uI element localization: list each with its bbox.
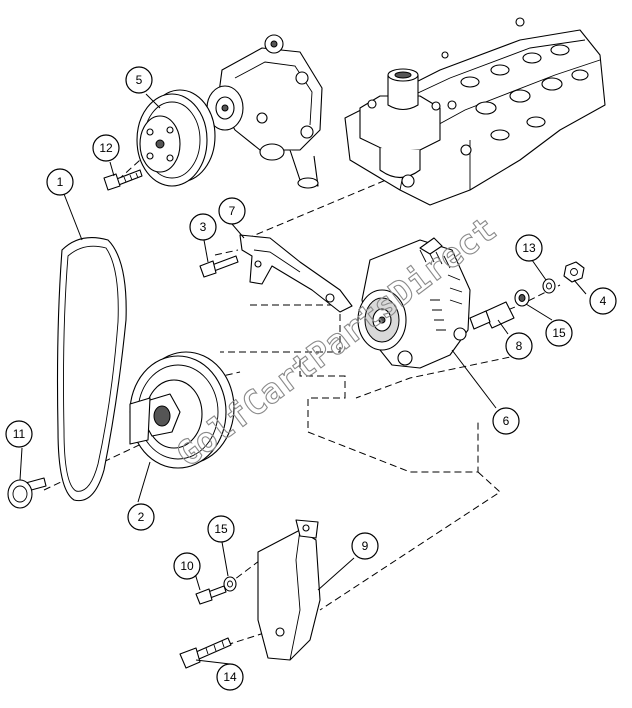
svg-text:6: 6 <box>503 414 510 428</box>
callout-9: 9 <box>351 532 379 560</box>
svg-text:14: 14 <box>223 670 237 684</box>
crank-bolt-11 <box>7 477 47 509</box>
callout-7: 7 <box>218 197 246 225</box>
bolt-14 <box>179 637 232 669</box>
svg-text:1: 1 <box>57 175 64 189</box>
bolt-10 <box>195 585 227 605</box>
svg-text:5: 5 <box>136 73 143 87</box>
callout-4: 4 <box>589 287 617 315</box>
callout-8: 8 <box>505 332 533 360</box>
callout-3: 3 <box>189 213 217 241</box>
spacer-15-upper <box>514 289 530 307</box>
alternator-bracket <box>239 234 353 313</box>
bolt-3 <box>199 255 239 278</box>
washer-15-lower <box>223 576 237 592</box>
bolt-12 <box>103 169 143 191</box>
callout-14: 14 <box>216 663 244 691</box>
svg-text:10: 10 <box>180 559 194 573</box>
callout-2: 2 <box>127 503 155 531</box>
cylinder-head <box>344 17 606 206</box>
callout-12: 12 <box>92 134 120 162</box>
nut-4 <box>563 261 585 283</box>
svg-text:15: 15 <box>552 326 566 340</box>
callout-11: 11 <box>5 420 33 448</box>
washer-13 <box>542 278 556 294</box>
svg-text:12: 12 <box>99 141 113 155</box>
v-belt <box>56 237 127 502</box>
callout-5: 5 <box>125 66 153 94</box>
callout-15-upper: 15 <box>545 319 573 347</box>
svg-text:4: 4 <box>600 294 607 308</box>
callout-13: 13 <box>515 234 543 262</box>
alternator-bolt-8 <box>469 301 515 330</box>
water-pump <box>206 34 323 189</box>
alternator <box>357 237 471 369</box>
svg-text:13: 13 <box>522 241 536 255</box>
belt-cover <box>257 519 321 661</box>
callout-10: 10 <box>173 552 201 580</box>
fan-pulley <box>136 89 216 187</box>
svg-text:8: 8 <box>516 339 523 353</box>
crankshaft-pulley <box>129 351 235 469</box>
svg-text:9: 9 <box>362 539 369 553</box>
svg-text:7: 7 <box>229 204 236 218</box>
callout-6: 6 <box>492 407 520 435</box>
callout-1: 1 <box>46 168 74 196</box>
svg-text:15: 15 <box>214 522 228 536</box>
svg-text:2: 2 <box>138 510 145 524</box>
callout-15-lower: 15 <box>207 515 235 543</box>
svg-text:3: 3 <box>200 220 207 234</box>
svg-text:11: 11 <box>13 427 26 441</box>
